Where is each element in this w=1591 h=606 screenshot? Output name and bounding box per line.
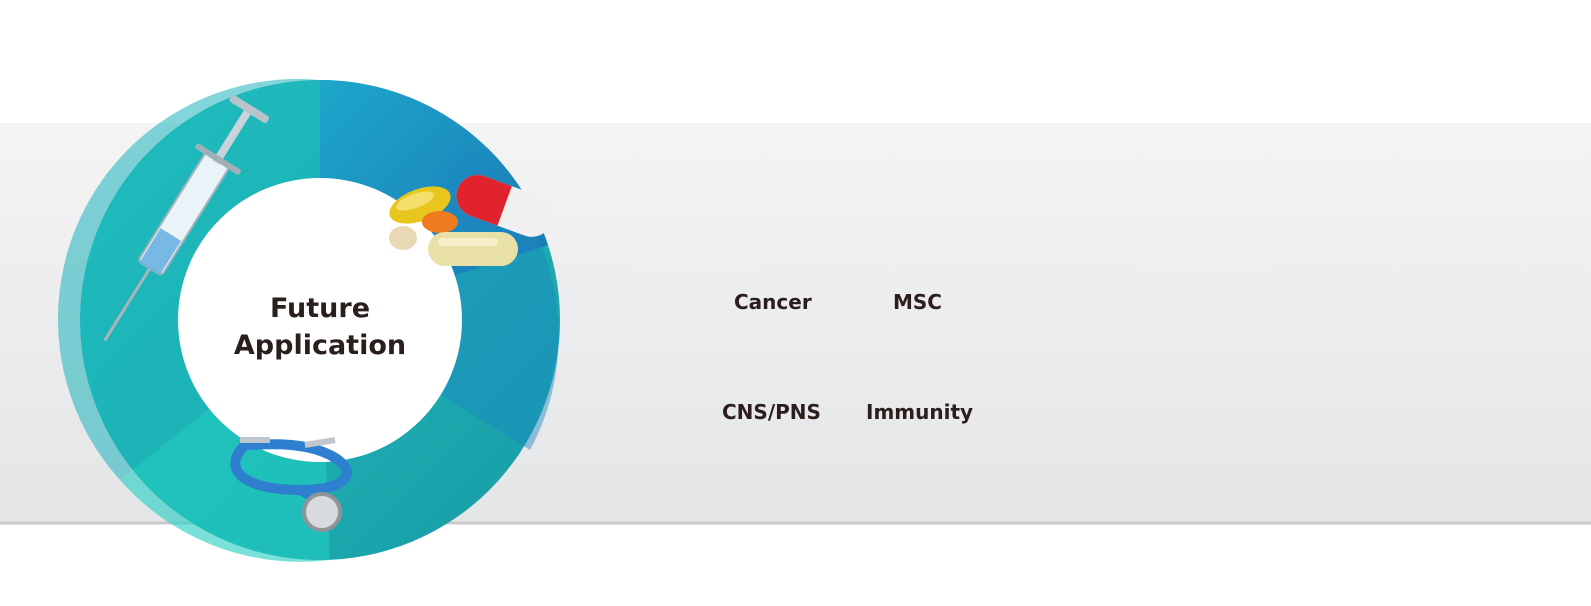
future-application-title: Future Application [205, 290, 435, 364]
label-immunity: Immunity [866, 400, 974, 424]
title-line-2: Application [233, 330, 407, 361]
stethoscope-icon [230, 437, 352, 532]
label-cns-pns: CNS/PNS [722, 400, 821, 424]
pills-icon [389, 175, 553, 266]
label-msc: MSC [893, 290, 942, 314]
syringe-icon [103, 95, 269, 342]
label-cancer: Cancer [734, 290, 812, 314]
title-line-1: Future [269, 293, 371, 324]
